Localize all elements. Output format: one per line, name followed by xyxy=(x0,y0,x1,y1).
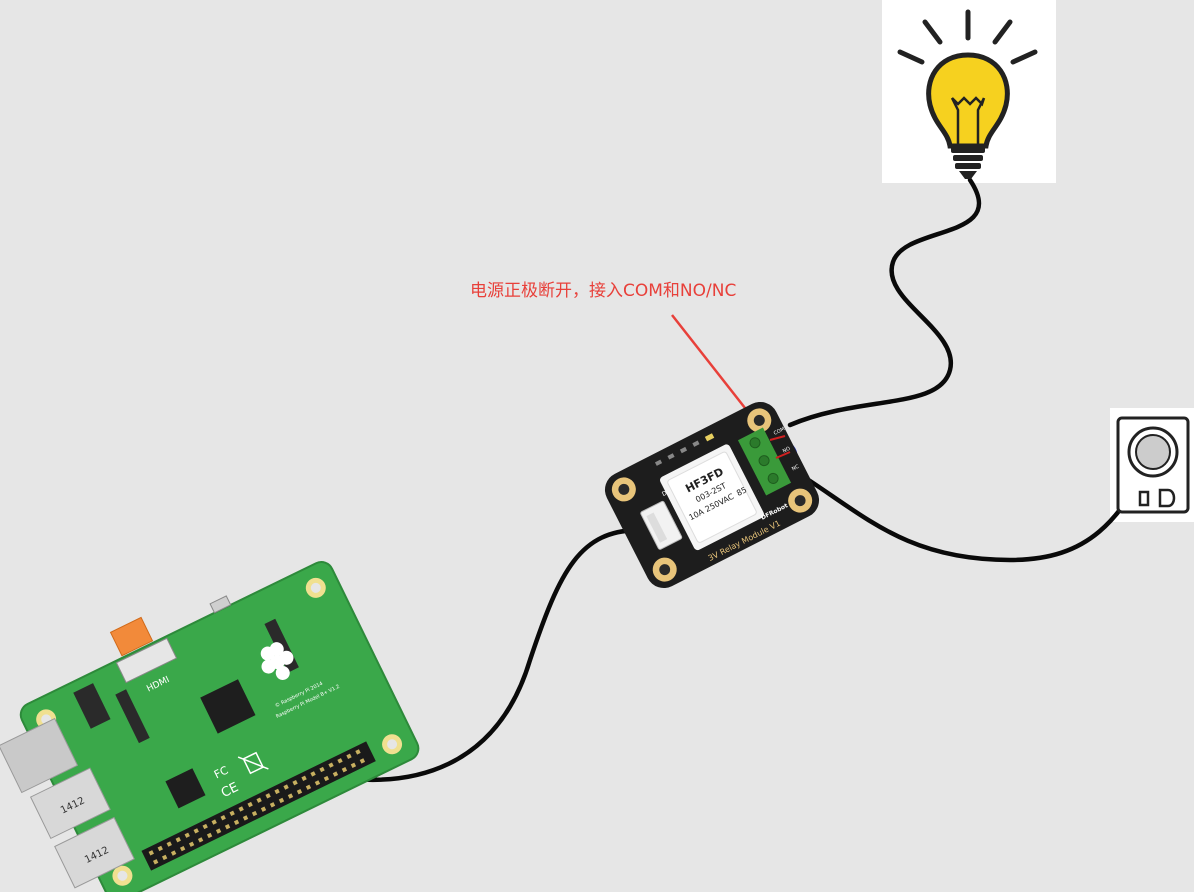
relay-to-bulb-wire xyxy=(787,177,982,428)
light-bulb-icon xyxy=(897,9,1038,179)
relay-extra: 85 xyxy=(735,485,748,498)
fc-mark: FC xyxy=(212,763,231,781)
wall-outlet-icon xyxy=(1116,416,1190,514)
red-lead-1 xyxy=(769,435,786,441)
terminal-label-no: NO xyxy=(782,446,792,455)
raspberry-pi-board: 1412 1412 HDMI xyxy=(0,561,420,892)
relay-module: HF3FD 003-2ST 10A 250VAC 85 3V Relay Mod… xyxy=(604,401,820,589)
terminal-label-nc: NC xyxy=(791,464,801,473)
weee-bin-icon xyxy=(237,751,269,775)
relay-to-outlet-wire xyxy=(782,449,1158,563)
pi-to-relay-wire xyxy=(297,527,643,782)
terminal-label-com: COM xyxy=(773,426,786,437)
ce-mark: CE xyxy=(219,780,241,801)
mounting-hole-icon xyxy=(611,408,813,582)
raspberry-logo-icon xyxy=(260,642,294,680)
red-lead-2 xyxy=(775,451,791,459)
signal-label: D xyxy=(661,490,669,499)
annotation-label: 电源正极断开，接入COM和NO/NC xyxy=(470,281,737,301)
